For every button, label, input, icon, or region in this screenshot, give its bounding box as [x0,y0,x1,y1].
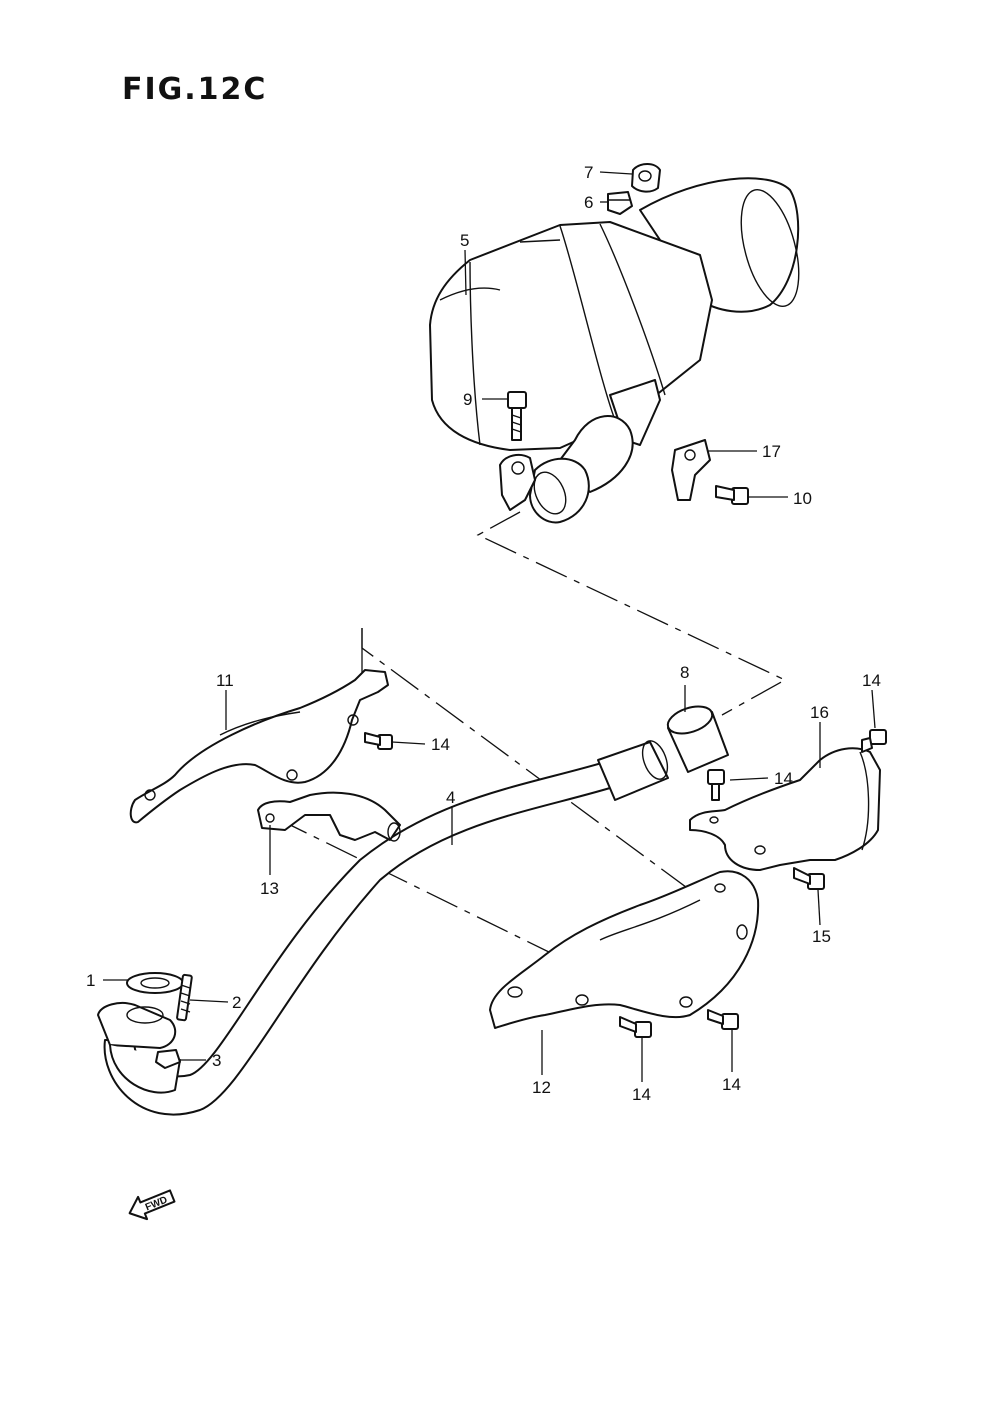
assembly-reference-lines [275,511,787,956]
bracket [671,439,711,501]
bolt [707,769,725,801]
callout-11: 11 [216,671,234,690]
forward-direction-arrow: FWD [128,1189,176,1221]
pipe-bracket [257,791,401,842]
forward-label: FWD [144,1195,169,1214]
callout-14: 14 [431,735,450,754]
leader-lines [103,171,876,1082]
callout-14: 14 [774,769,793,788]
callout-10: 10 [793,489,812,508]
bolt [364,732,393,750]
muffler [429,177,800,524]
heat-protector-upper [129,669,389,824]
callout-14: 14 [632,1085,651,1104]
callout-13: 13 [260,879,279,898]
grommet [631,163,661,193]
pipe-gasket [666,705,729,773]
callout-7: 7 [584,163,593,182]
bolt [619,1016,652,1038]
callout-4: 4 [446,788,455,807]
callout-5: 5 [460,231,469,250]
callout-12: 12 [532,1078,551,1097]
exhaust-pipe [97,740,669,1116]
figure-title: FIG.12C [122,72,268,107]
bolt [861,729,887,753]
bolt [715,485,749,505]
callout-9: 9 [463,390,472,409]
bolt [707,1009,739,1030]
callout-16: 16 [810,703,829,722]
callout-15: 15 [812,927,831,946]
stud-bolt [176,973,193,1022]
heat-protector-lower [489,870,760,1029]
flange-nut [155,1049,181,1069]
bolt [793,867,825,890]
flange-gasket [126,972,184,994]
bolt [507,391,527,441]
callout-1: 1 [86,971,95,990]
callout-14: 14 [862,671,881,690]
callout-3: 3 [212,1051,221,1070]
callout-2: 2 [232,993,241,1012]
callout-6: 6 [584,193,593,212]
nut [607,191,633,215]
callout-8: 8 [680,663,689,682]
callout-labels: 7 6 5 9 17 10 8 11 14 4 13 1 2 3 12 14 1… [86,163,881,1104]
muffler-cover [689,747,881,871]
callout-17: 17 [762,442,781,461]
callout-14: 14 [722,1075,741,1094]
